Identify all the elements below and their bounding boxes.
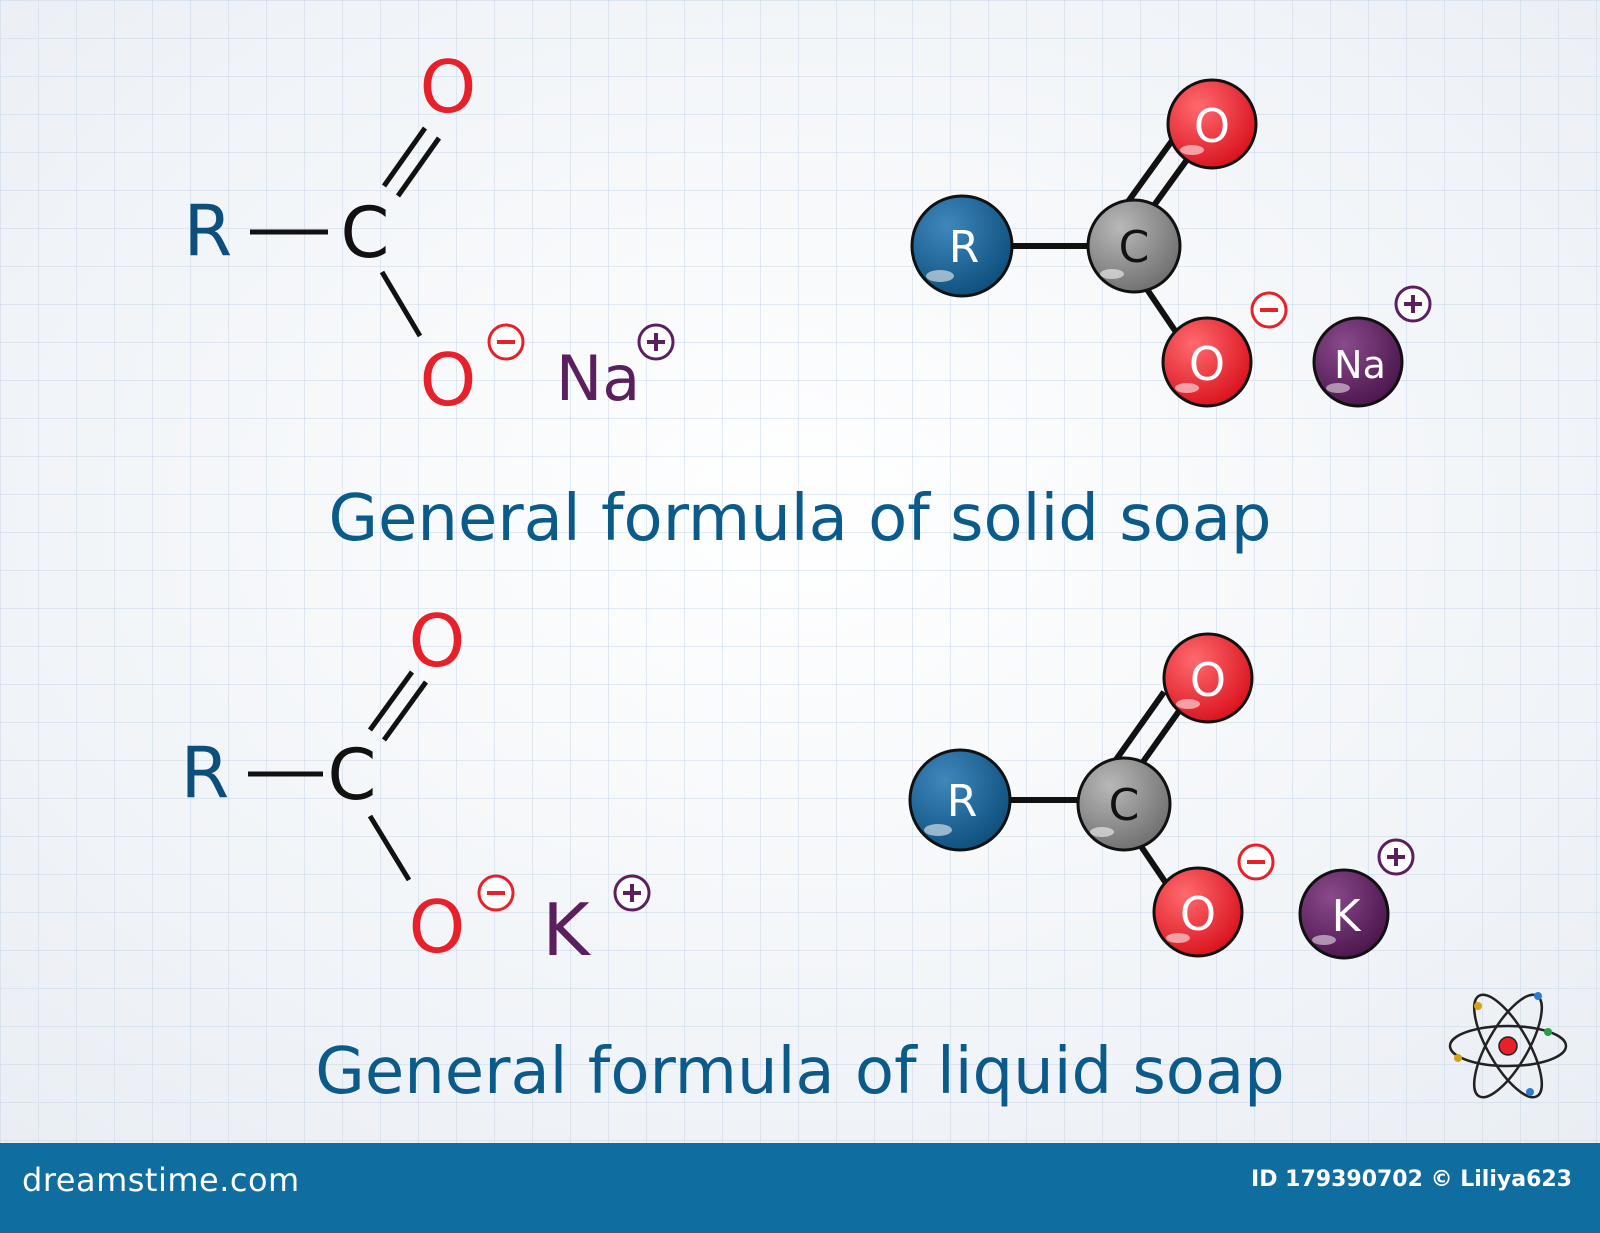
carbon-label: C	[328, 734, 377, 816]
anion-oxygen-label: O	[409, 885, 466, 969]
o-double-ball-label: O	[1194, 99, 1230, 153]
c-o-single-bond	[379, 270, 423, 338]
na-ball: Na	[1312, 316, 1404, 408]
minus-charge-icon	[477, 874, 515, 912]
carbonyl-oxygen-label: O	[409, 599, 466, 683]
plus-charge-icon	[613, 874, 651, 912]
footer-bar: dreamstime.com ID 179390702 © Liliya623	[0, 1143, 1600, 1233]
c-o-double-bond-2	[381, 680, 429, 742]
o-anion-ball-label: O	[1189, 337, 1225, 391]
anion-oxygen-label: O	[420, 338, 477, 422]
r-ball-label: R	[947, 776, 978, 827]
c-o-double-bond-1	[367, 670, 415, 732]
r-ball: R	[910, 194, 1014, 298]
solid-soap-skeletal-formula: R C O O Na	[184, 45, 675, 422]
liquid-soap-skeletal-formula: R C O O K	[181, 599, 651, 972]
brand-logo[interactable]: dreamstime.com	[22, 1161, 300, 1199]
c-o-double-bond-2	[395, 136, 442, 198]
liquid-soap-ball-model: R C O O K	[908, 632, 1415, 960]
o-anion-ball: O	[1152, 866, 1244, 958]
k-ball-label: K	[1332, 891, 1362, 942]
minus-charge-icon	[1237, 843, 1275, 881]
plus-charge-icon	[637, 323, 675, 361]
plus-charge-icon	[1377, 838, 1415, 876]
ball-double-bond-1	[1110, 690, 1167, 766]
r-ball: R	[908, 748, 1012, 852]
o-double-ball-label: O	[1190, 653, 1226, 707]
o-double-ball: O	[1166, 78, 1258, 170]
liquid-soap-caption: General formula of liquid soap	[315, 1035, 1285, 1109]
o-anion-ball: O	[1161, 316, 1253, 408]
c-ball: C	[1076, 756, 1172, 852]
sodium-label: Na	[556, 342, 640, 415]
potassium-label: K	[542, 888, 591, 972]
r-group-label: R	[184, 190, 233, 272]
c-o-double-bond-1	[381, 126, 428, 188]
c-ball-label: C	[1119, 222, 1150, 273]
minus-charge-icon	[1250, 291, 1288, 329]
k-ball: K	[1298, 868, 1390, 960]
ball-double-bond-1	[1119, 136, 1177, 212]
minus-charge-icon	[487, 323, 525, 361]
r-group-label: R	[181, 732, 230, 814]
grid-paper	[0, 0, 1600, 1143]
c-ball-label: C	[1109, 780, 1140, 831]
c-o-single-bond	[367, 814, 412, 882]
image-credit: ID 179390702 © Liliya623	[1251, 1167, 1572, 1192]
o-anion-ball-label: O	[1180, 887, 1216, 941]
atom-icon	[1448, 992, 1568, 1099]
na-ball-label: Na	[1334, 343, 1386, 387]
o-double-ball: O	[1162, 632, 1254, 724]
carbonyl-oxygen-label: O	[420, 45, 477, 129]
solid-soap-ball-model: R C O O Na	[910, 78, 1432, 408]
r-ball-label: R	[949, 222, 980, 273]
carbon-label: C	[341, 192, 390, 274]
plus-charge-icon	[1394, 285, 1432, 323]
solid-soap-caption: General formula of solid soap	[328, 482, 1271, 556]
c-ball: C	[1086, 198, 1182, 294]
